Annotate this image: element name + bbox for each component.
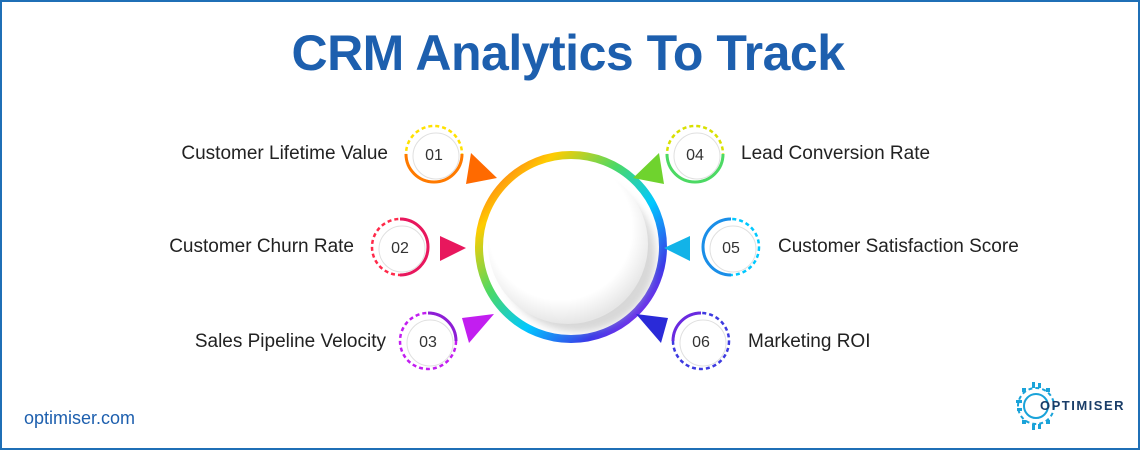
item-label-customer-lifetime-value: Customer Lifetime Value bbox=[181, 143, 388, 164]
number-badge-05: 05 bbox=[701, 217, 761, 277]
badge-number: 02 bbox=[391, 240, 409, 257]
arrow-02-icon bbox=[440, 236, 466, 261]
arrow-04-icon bbox=[633, 153, 664, 184]
optimiser-logo-icon bbox=[1016, 382, 1055, 430]
number-badge-01: 01 bbox=[404, 124, 464, 184]
arrow-03-icon bbox=[462, 314, 494, 343]
number-badge-04: 04 bbox=[665, 124, 725, 184]
number-badge-06: 06 bbox=[671, 311, 731, 371]
badge-number: 06 bbox=[692, 334, 710, 351]
item-label-sales-pipeline-velocity: Sales Pipeline Velocity bbox=[194, 331, 386, 352]
arrow-05-icon bbox=[664, 236, 690, 261]
central-ring bbox=[475, 151, 667, 343]
badge-number: 03 bbox=[419, 334, 437, 351]
brand-name: OPTIMISER bbox=[1040, 398, 1126, 413]
number-badge-02: 02 bbox=[370, 217, 430, 277]
item-label-marketing-roi: Marketing ROI bbox=[748, 331, 871, 352]
badge-number: 01 bbox=[425, 147, 443, 164]
item-label-customer-churn-rate: Customer Churn Rate bbox=[169, 236, 354, 257]
website-link[interactable]: optimiser.com bbox=[24, 408, 136, 428]
badge-number: 05 bbox=[722, 240, 740, 257]
badge-number: 04 bbox=[686, 147, 704, 164]
number-badge-03: 03 bbox=[398, 311, 458, 371]
arrow-01-icon bbox=[466, 153, 497, 184]
arrow-06-icon bbox=[636, 314, 668, 343]
item-label-lead-conversion-rate: Lead Conversion Rate bbox=[741, 143, 931, 164]
page-title: CRM Analytics To Track bbox=[291, 25, 845, 81]
item-label-customer-satisfaction-score: Customer Satisfaction Score bbox=[778, 236, 1019, 257]
